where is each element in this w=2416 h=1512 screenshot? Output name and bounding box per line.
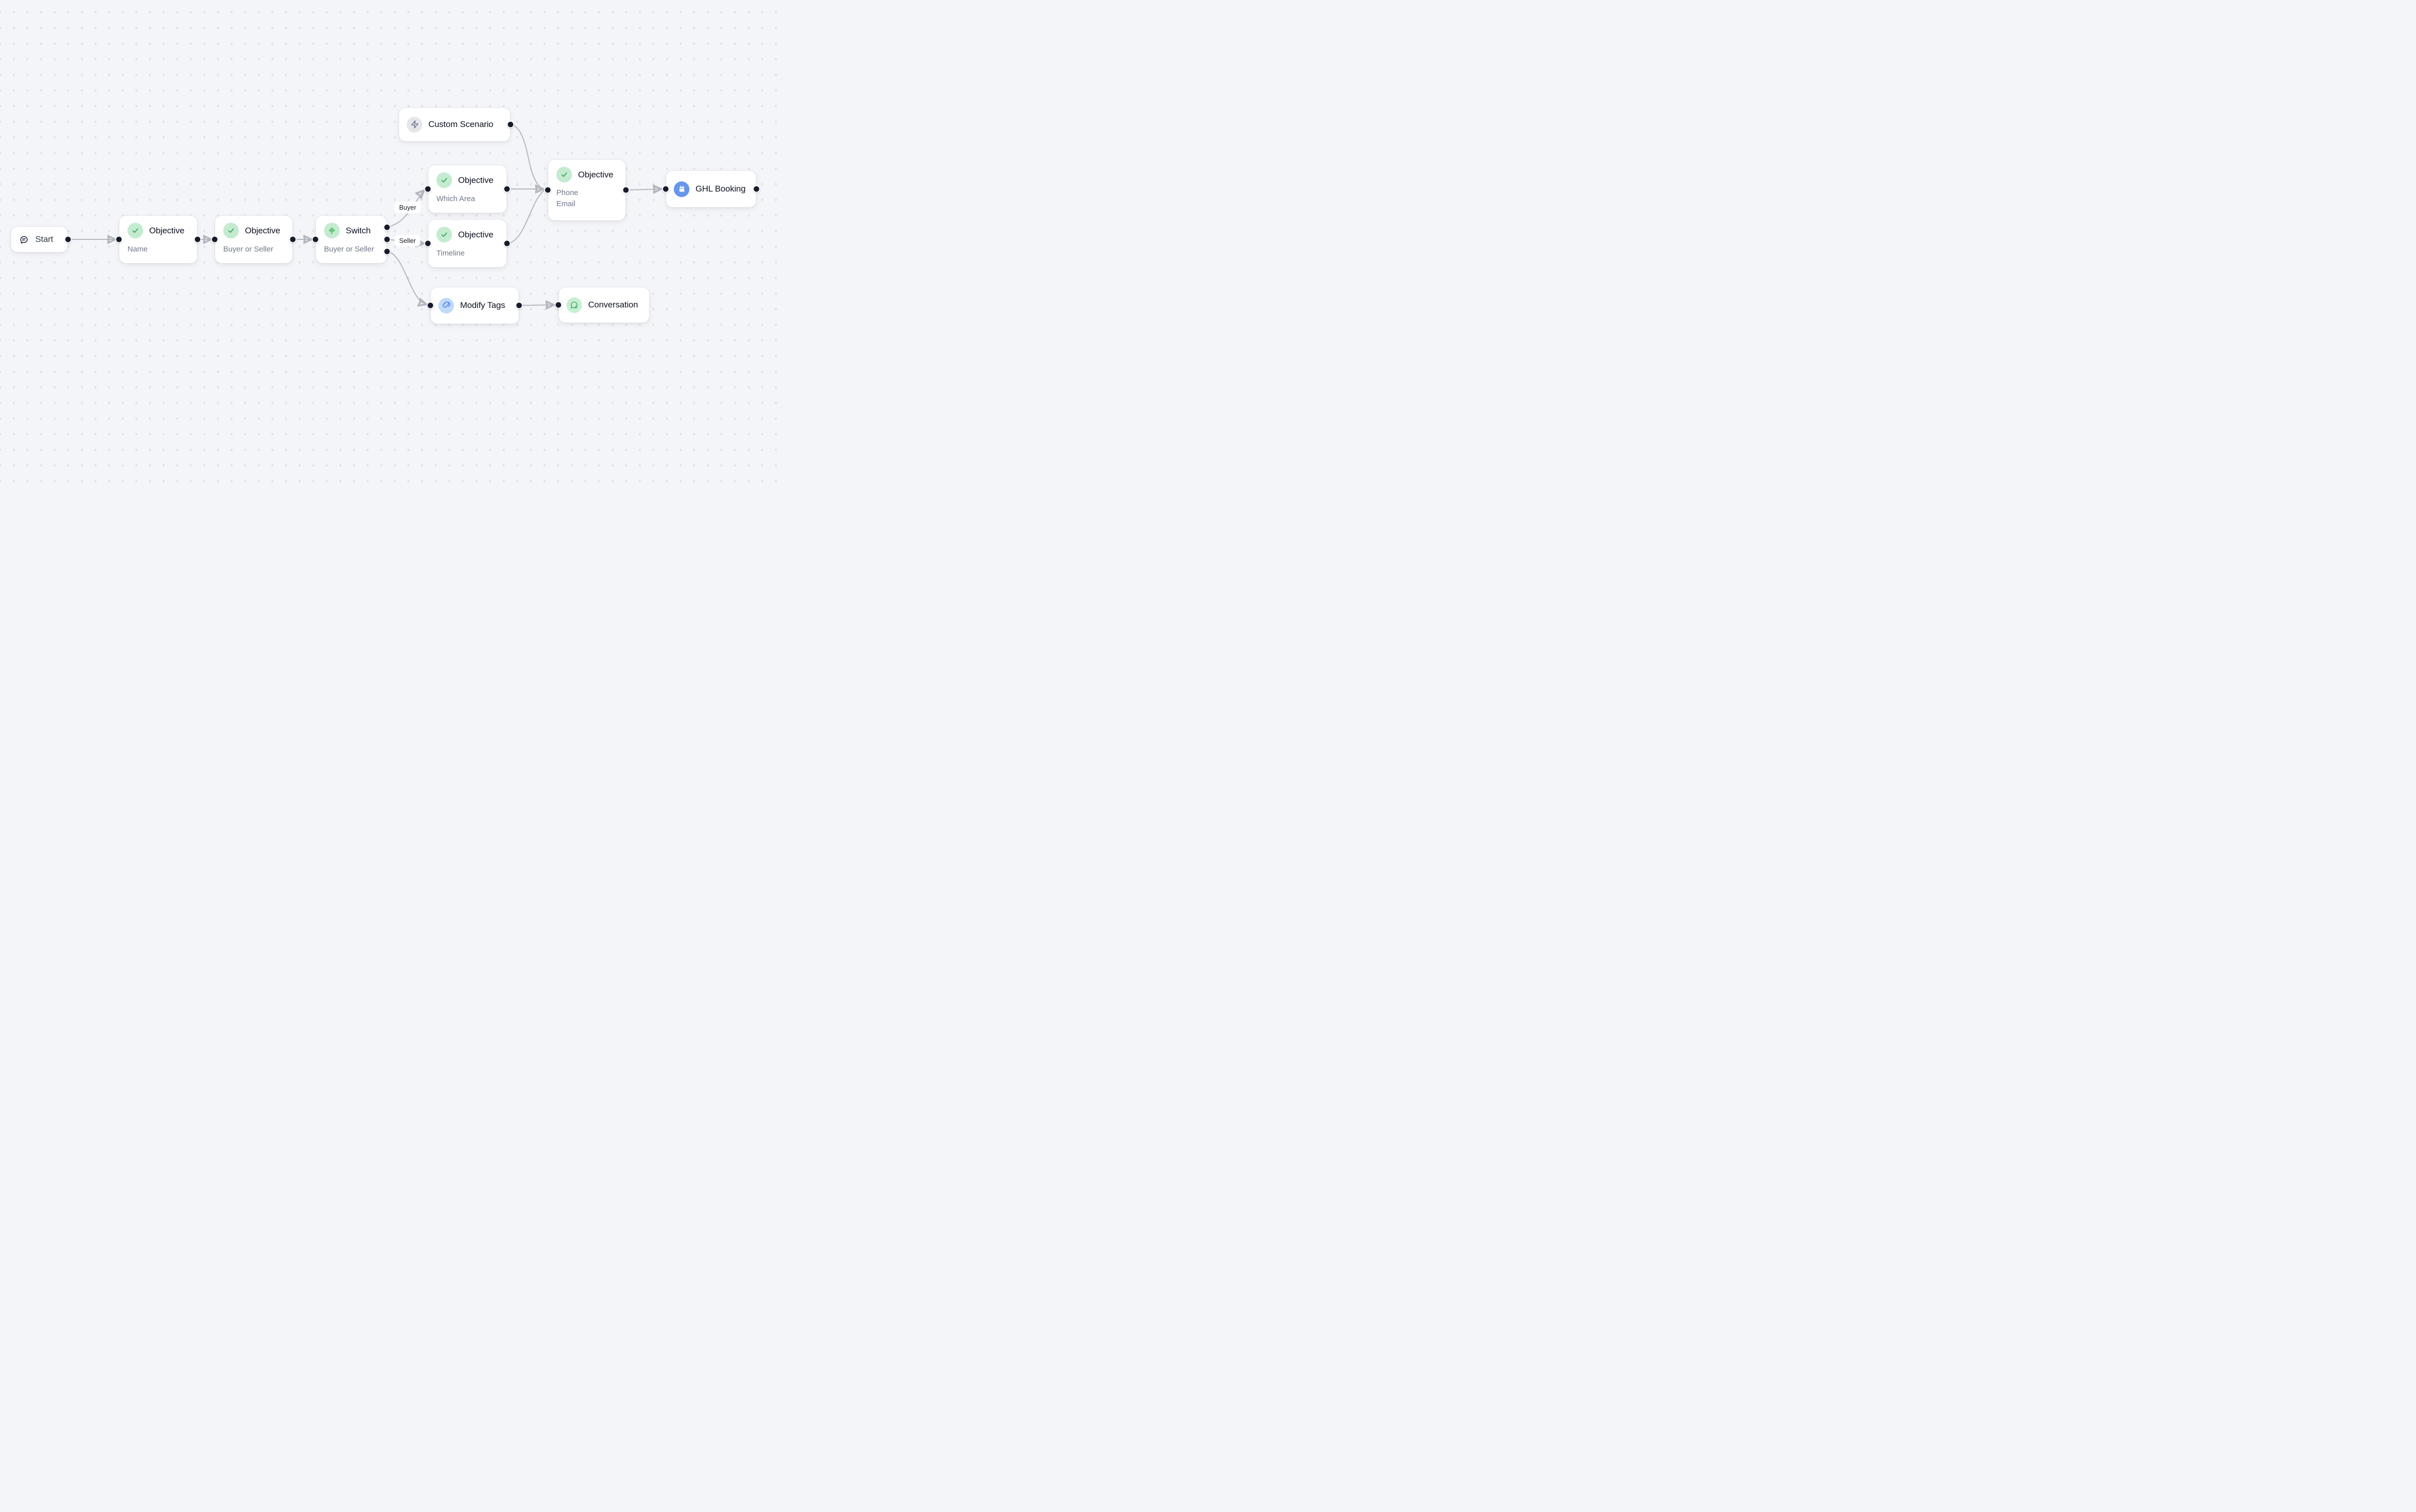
- check-circle-icon: [128, 223, 143, 238]
- handle-modify-tags-source[interactable]: [515, 301, 523, 309]
- node-title: Objective: [458, 175, 493, 185]
- node-subtitle: Which Area: [436, 195, 475, 203]
- chat-user-icon: [566, 297, 582, 313]
- node-title: Start: [35, 234, 53, 244]
- check-circle-icon: [556, 167, 572, 182]
- node-title: Conversation: [588, 300, 638, 309]
- node-objective-name[interactable]: Objective Name: [119, 215, 198, 264]
- node-custom-scenario[interactable]: Custom Scenario: [399, 107, 511, 142]
- handle-conversation-target[interactable]: [554, 301, 562, 309]
- node-objective-which-area[interactable]: Objective Which Area: [428, 165, 507, 213]
- node-switch[interactable]: Switch Buyer or Seller: [315, 215, 387, 264]
- check-circle-icon: [223, 223, 239, 238]
- node-title: Modify Tags: [460, 300, 505, 310]
- node-conversation[interactable]: Conversation: [558, 287, 650, 323]
- node-title: Objective: [458, 229, 493, 239]
- node-title: Switch: [346, 225, 371, 235]
- node-objective-phone-email[interactable]: Objective Phone Email: [548, 159, 626, 221]
- handle-switch-source-default[interactable]: [383, 247, 391, 256]
- handle-ghl-booking-source[interactable]: [752, 185, 760, 193]
- node-subtitle: Timeline: [436, 249, 465, 258]
- chat-bubble-icon: [19, 234, 29, 245]
- handle-objective-name-target[interactable]: [115, 235, 123, 243]
- edge-custom-scenario-objective-contact: [510, 124, 544, 190]
- handle-objective-contact-source[interactable]: [622, 186, 630, 194]
- handle-custom-scenario-source[interactable]: [506, 120, 515, 129]
- handle-modify-tags-target[interactable]: [426, 301, 434, 309]
- handle-timeline-target[interactable]: [424, 239, 432, 247]
- node-title: Objective: [578, 169, 613, 179]
- node-subtitle: Buyer or Seller: [223, 245, 274, 254]
- node-start[interactable]: Start: [11, 226, 68, 253]
- handle-start-source[interactable]: [64, 235, 72, 243]
- edge-label-buyer: Buyer: [395, 202, 421, 213]
- node-subtitle-line: Email: [556, 200, 576, 208]
- handle-objective-buyer-seller-target[interactable]: [211, 235, 219, 243]
- node-ghl-booking[interactable]: GHL Booking: [666, 170, 756, 208]
- flow-canvas[interactable]: Buyer Seller Start Objective Name: [0, 0, 779, 488]
- calendar-icon: [674, 181, 689, 197]
- edge-timeline-objective-contact: [506, 190, 544, 244]
- node-title: Objective: [245, 225, 280, 235]
- handle-switch-source-buyer[interactable]: [383, 223, 391, 231]
- check-circle-icon: [436, 227, 452, 242]
- handle-ghl-booking-target[interactable]: [662, 185, 670, 193]
- handle-objective-contact-target[interactable]: [544, 186, 552, 194]
- handle-switch-source-seller[interactable]: [383, 235, 391, 243]
- edges-layer: [68, 124, 779, 488]
- handle-switch-target[interactable]: [311, 235, 320, 243]
- node-title: Custom Scenario: [428, 119, 493, 129]
- edge-label-seller: Seller: [395, 235, 421, 246]
- handle-timeline-source[interactable]: [503, 239, 511, 247]
- handle-which-area-target[interactable]: [424, 185, 432, 193]
- tags-icon: [438, 297, 454, 313]
- node-objective-timeline[interactable]: Objective Timeline: [428, 219, 507, 268]
- edge-switch-modify-tags: [387, 251, 426, 304]
- edge-objective-contact-ghl-booking: [625, 189, 661, 190]
- lightning-icon: [407, 116, 422, 133]
- node-subtitle: Buyer or Seller: [324, 245, 374, 254]
- split-arrows-icon: [324, 223, 340, 238]
- node-title: GHL Booking: [695, 184, 746, 194]
- node-title: Objective: [149, 225, 184, 235]
- handle-objective-buyer-seller-source[interactable]: [289, 235, 297, 243]
- node-subtitle: Name: [128, 245, 148, 254]
- node-modify-tags[interactable]: Modify Tags: [430, 287, 519, 324]
- check-circle-icon: [436, 172, 452, 188]
- handle-which-area-source[interactable]: [503, 185, 511, 193]
- node-objective-buyer-seller[interactable]: Objective Buyer or Seller: [215, 215, 293, 264]
- node-subtitle-line: Phone: [556, 188, 579, 197]
- handle-objective-name-source[interactable]: [194, 235, 202, 243]
